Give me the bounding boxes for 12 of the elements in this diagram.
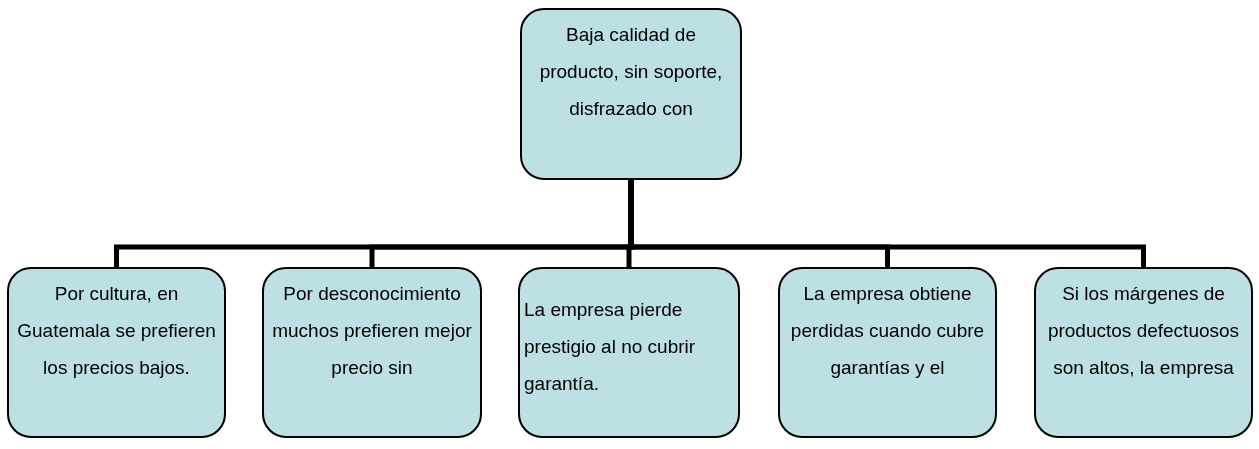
- box-text: La empresa obtiene perdidas cuando cubre garantías y el: [789, 282, 986, 380]
- box-text: Baja calidad de producto, sin soporte, disfrazado con: [538, 23, 724, 121]
- rounded-box: [1034, 267, 1253, 438]
- rounded-box: [520, 8, 742, 180]
- box-text: Por desconocimiento muchos prefieren mejor precio sin: [271, 282, 473, 380]
- rounded-box: [518, 267, 740, 438]
- rounded-box: [7, 267, 226, 438]
- box-text: La empresa pierde prestigio al no cubrir garantía.: [524, 298, 697, 396]
- rounded-box: [262, 267, 482, 438]
- box-text: Por cultura, en Guatemala se prefieren los precios bajos.: [16, 282, 217, 380]
- rounded-box: [778, 267, 997, 438]
- box-text: Si los márgenes de productos defectuosos son altos, la empresa: [1046, 282, 1241, 380]
